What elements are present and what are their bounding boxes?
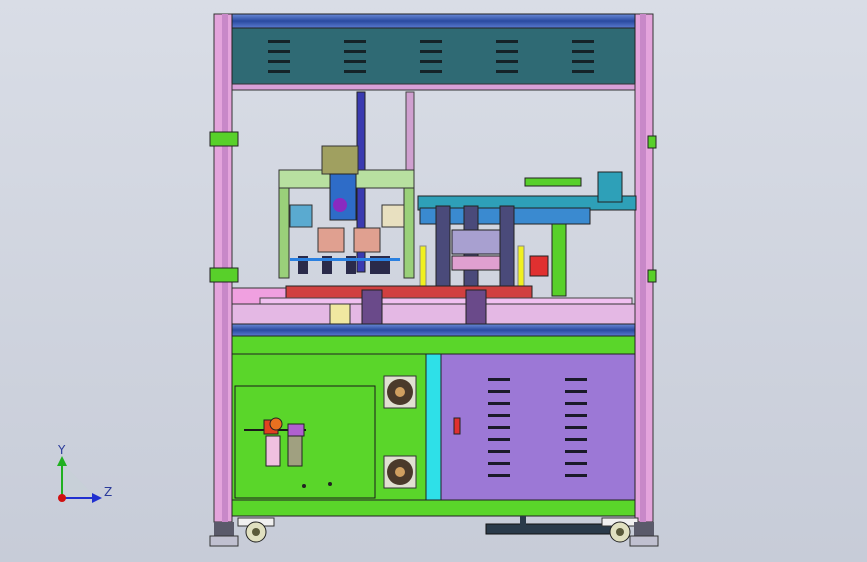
side-plate <box>551 223 567 297</box>
press-lower-die <box>451 255 501 271</box>
right-bracket-upper <box>647 135 657 149</box>
caster-right <box>601 517 639 543</box>
z-axis-label: Z <box>104 485 112 499</box>
left-bracket-lower <box>209 267 239 283</box>
right-post-inner <box>640 14 646 522</box>
base-plate <box>231 303 636 325</box>
gripper-purple <box>333 198 347 212</box>
hood-bottom-rail <box>231 83 636 91</box>
work-area <box>231 91 637 337</box>
pink-block-right <box>353 227 381 253</box>
right-bracket-lower <box>647 269 657 283</box>
crossbar-post <box>520 516 526 526</box>
purple-door <box>440 353 636 501</box>
dark-block-1 <box>361 289 383 325</box>
fan-lower <box>383 455 417 489</box>
cylinder-right <box>381 204 405 228</box>
dark-block-2 <box>465 289 487 325</box>
top-rail <box>231 13 636 29</box>
blue-rail <box>231 323 636 337</box>
foot-right <box>634 522 654 536</box>
air-filter-regulator <box>244 417 306 467</box>
blue-line <box>290 258 400 261</box>
screw-1 <box>302 484 306 488</box>
y-axis-arrow <box>57 456 67 466</box>
green-bracket <box>524 177 582 187</box>
top-hood <box>231 13 636 91</box>
casters <box>209 516 659 547</box>
top-panel <box>231 27 636 85</box>
z-axis-arrow <box>92 493 102 503</box>
press-upper-die <box>451 229 501 255</box>
conveyor-rail <box>259 297 633 305</box>
pink-block-left <box>317 227 345 253</box>
foot-left-base <box>209 535 239 547</box>
gantry-leg-left <box>278 187 290 279</box>
yellow-block <box>329 303 351 325</box>
crossbar <box>485 523 619 535</box>
door-latch[interactable] <box>453 417 461 435</box>
cylinder-body <box>329 173 357 221</box>
cabinet-bottom <box>231 499 636 517</box>
cylinder-left <box>289 204 313 228</box>
foot-right-base <box>629 535 659 547</box>
triad-origin <box>58 494 66 502</box>
orientation-triad[interactable]: Y Z <box>57 443 112 503</box>
top-vents <box>268 40 594 73</box>
cabinet-top-lip <box>231 335 636 355</box>
screw-2 <box>328 482 332 486</box>
fan-upper <box>383 375 417 409</box>
nozzle-row <box>298 256 390 274</box>
triad-sector <box>62 462 96 498</box>
red-tubes <box>529 255 549 277</box>
feeder-box <box>597 171 623 203</box>
left-bracket-upper <box>209 131 239 147</box>
cylinder-head <box>321 145 359 175</box>
cyan-strip <box>425 353 442 501</box>
gantry-leg-right <box>403 187 415 279</box>
door-vents <box>488 378 587 477</box>
caster-left <box>237 517 275 543</box>
y-axis-label: Y <box>57 443 66 457</box>
left-inner-door <box>234 385 376 499</box>
machine-frame <box>209 13 657 523</box>
foot-left <box>214 522 234 536</box>
lower-cabinet <box>231 335 636 517</box>
